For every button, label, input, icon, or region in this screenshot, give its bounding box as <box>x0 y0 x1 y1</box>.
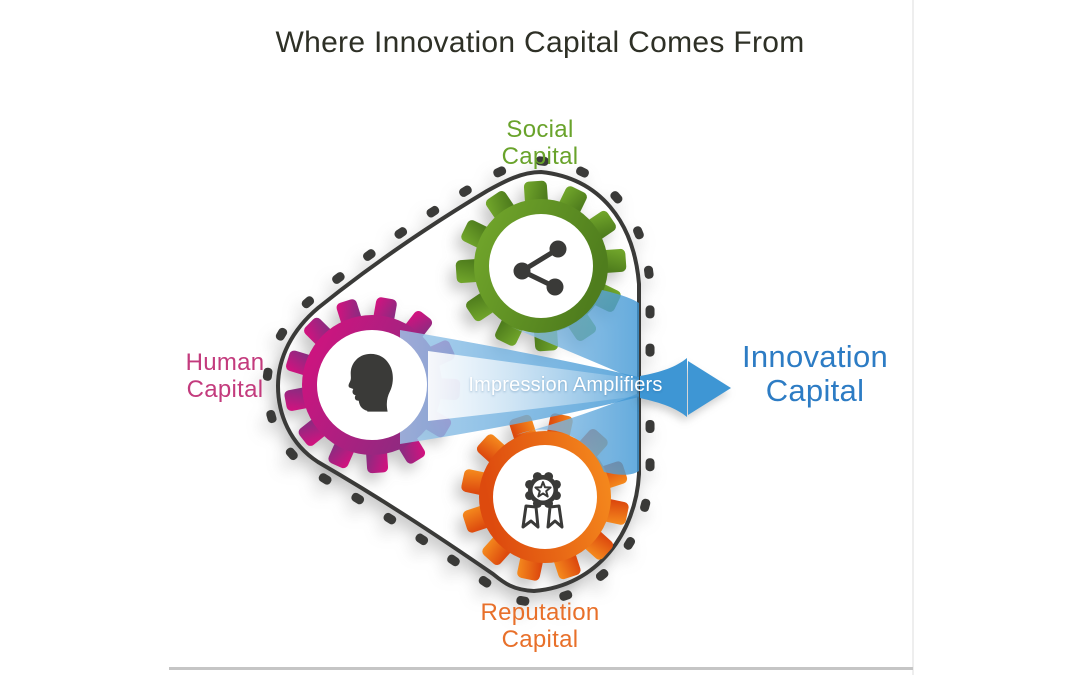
head-silhouette-icon <box>348 353 393 412</box>
belt-teeth-dots <box>262 156 655 606</box>
bottom-rule <box>169 667 913 670</box>
reputation-capital-line2: Capital <box>501 626 579 654</box>
arrow-tail <box>640 358 687 417</box>
human-capital-line1: Human <box>185 349 265 376</box>
funnel-highlight-band <box>428 351 639 421</box>
social-capital-line1: Social <box>506 116 574 143</box>
reputation-capital-line1: Reputation <box>480 599 600 626</box>
impression-amplifiers-label: Impression Amplifiers <box>468 374 663 396</box>
innovation-capital-line1: Innovation <box>741 339 889 374</box>
funnel-beam-reputation <box>516 393 639 475</box>
social-capital-label: Social Capital <box>440 116 640 170</box>
reputation-capital-label: Reputation Capital <box>437 599 643 653</box>
social-capital-line2: Capital <box>501 143 579 171</box>
innovation-arrow <box>640 358 731 417</box>
innovation-capital-label: Innovation Capital <box>700 339 930 409</box>
gear-hubs <box>317 214 597 549</box>
human-capital-line2: Capital <box>186 376 264 404</box>
funnel-beam-social <box>511 290 639 381</box>
award-badge-icon <box>521 472 564 529</box>
share-network-icon <box>513 240 567 296</box>
human-capital-label: Human Capital <box>145 349 305 403</box>
arrow-head <box>688 361 731 415</box>
vertical-rule <box>912 0 914 675</box>
page-title: Where Innovation Capital Comes From <box>275 26 805 59</box>
innovation-capital-line2: Capital <box>765 373 865 409</box>
social-hub <box>489 214 593 318</box>
